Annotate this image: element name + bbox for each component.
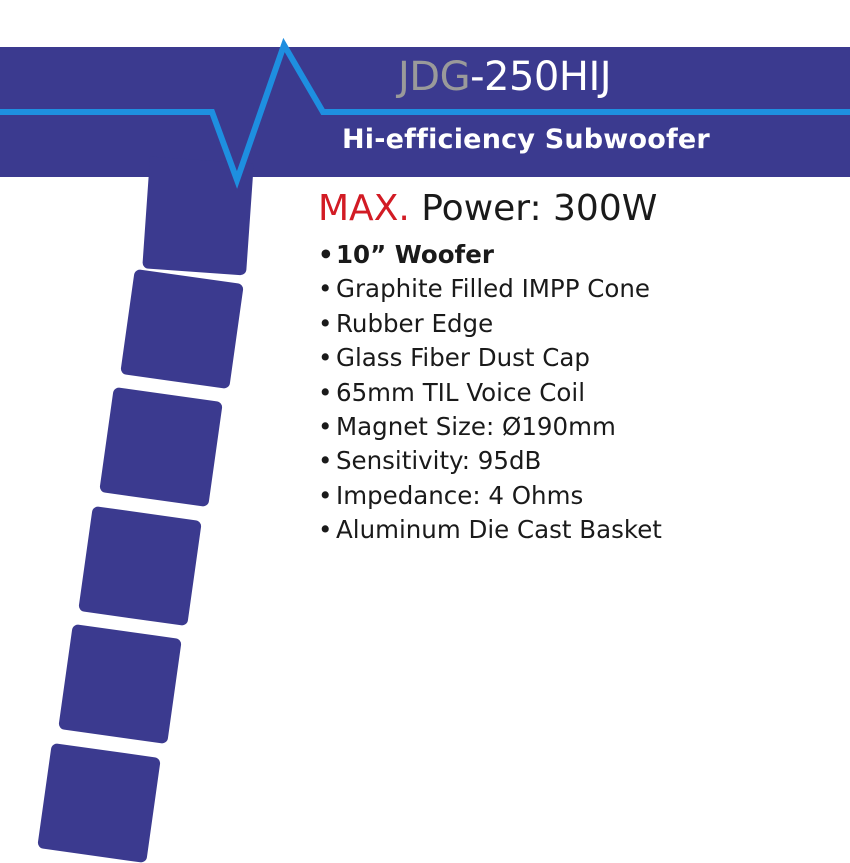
decorative-block (120, 268, 244, 390)
feature-item: •Magnet Size: Ø190mm (318, 410, 662, 444)
feature-item: •Sensitivity: 95dB (318, 444, 662, 478)
decorative-block (99, 386, 223, 508)
feature-text: Rubber Edge (336, 308, 494, 338)
feature-text: Graphite Filled IMPP Cone (336, 274, 650, 304)
feature-item: •Aluminum Die Cast Basket (318, 513, 662, 547)
bullet-icon: • (318, 343, 333, 373)
feature-text: Aluminum Die Cast Basket (336, 515, 662, 545)
decorative-block (142, 156, 254, 276)
product-subtitle: Hi-efficiency Subwoofer (342, 124, 710, 155)
bullet-icon: • (318, 377, 333, 407)
bullet-icon: • (318, 412, 333, 442)
feature-list: •10” Woofer •Graphite Filled IMPP Cone •… (318, 238, 662, 548)
decorative-block (78, 505, 202, 627)
model-number: JDG-250HIJ (398, 54, 612, 100)
feature-item: •Impedance: 4 Ohms (318, 479, 662, 513)
feature-item: •65mm TIL Voice Coil (318, 376, 662, 410)
bullet-icon: • (318, 480, 333, 510)
max-power: MAX. Power: 300W (318, 188, 657, 229)
feature-text: Glass Fiber Dust Cap (336, 343, 590, 373)
feature-item: •Rubber Edge (318, 307, 662, 341)
decorative-block (37, 742, 161, 863)
bullet-icon: • (318, 515, 333, 545)
bullet-icon: • (318, 274, 333, 304)
model-prefix: JDG (398, 54, 471, 100)
model-suffix: -250HIJ (470, 54, 612, 100)
power-value: Power: 300W (409, 188, 658, 229)
max-label: MAX. (318, 188, 410, 229)
feature-item: •10” Woofer (318, 238, 662, 272)
bullet-icon: • (318, 446, 333, 476)
decorative-block (58, 623, 182, 745)
feature-text: 10” Woofer (336, 240, 494, 269)
feature-text: Impedance: 4 Ohms (336, 480, 584, 510)
feature-item: •Graphite Filled IMPP Cone (318, 272, 662, 306)
feature-text: Magnet Size: Ø190mm (336, 412, 616, 442)
bullet-icon: • (318, 240, 334, 269)
feature-text: 65mm TIL Voice Coil (336, 377, 586, 407)
feature-item: •Glass Fiber Dust Cap (318, 341, 662, 375)
bullet-icon: • (318, 308, 333, 338)
feature-text: Sensitivity: 95dB (336, 446, 542, 476)
